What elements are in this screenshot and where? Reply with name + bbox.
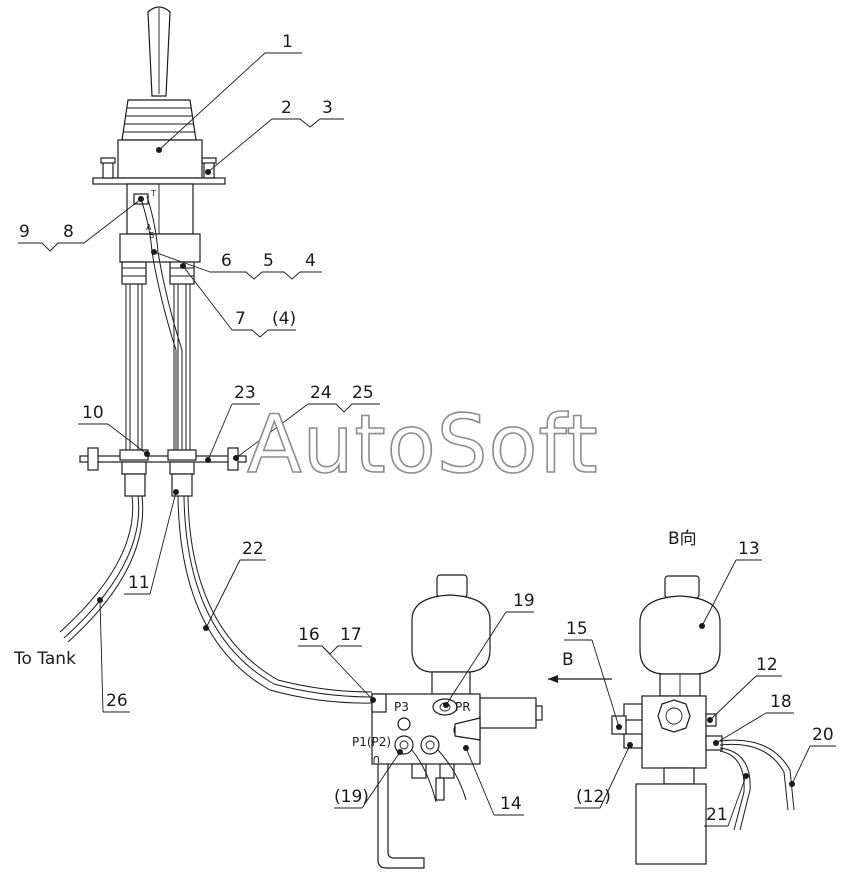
part-label-14: 14 — [500, 794, 522, 814]
bulkhead-plate — [79, 447, 247, 497]
b-view-label: B向 — [668, 529, 697, 549]
part-label-19-ref: (19) — [334, 787, 369, 807]
part-label-24: 24 — [310, 383, 332, 403]
part-label-26: 26 — [106, 691, 128, 711]
part-label-4: 4 — [305, 251, 316, 271]
hoses — [59, 495, 373, 704]
part-label-23: 23 — [234, 383, 256, 403]
svg-text:∩: ∩ — [372, 752, 381, 766]
part-label-12-ref: (12) — [576, 787, 611, 807]
part-label-18: 18 — [770, 692, 792, 712]
port-t-label: T — [150, 189, 156, 198]
part-label-2: 2 — [281, 98, 292, 118]
text-labels: To Tank B向 B P3 PR P1(P2) T A B — [13, 189, 697, 749]
b-direction-arrow — [548, 675, 612, 683]
part-label-13: 13 — [738, 539, 760, 559]
part-label-19: 19 — [513, 591, 535, 611]
port-pr-label: PR — [455, 700, 471, 714]
to-tank-label: To Tank — [13, 649, 76, 669]
port-p3-label: P3 — [394, 700, 409, 714]
part-label-7: 7 — [235, 309, 246, 329]
part-label-4-ref: (4) — [272, 309, 296, 329]
port-b-label: B — [149, 231, 155, 240]
port-a-label: A — [146, 223, 152, 232]
part-label-25: 25 — [352, 383, 374, 403]
watermark: AutoSoft — [247, 398, 599, 491]
part-label-20: 20 — [812, 725, 834, 745]
part-label-12: 12 — [756, 655, 778, 675]
joystick-assembly — [92, 6, 226, 285]
part-number-labels: 1 2 3 9 8 6 5 4 7 (4) 10 23 24 25 11 22 … — [19, 32, 834, 825]
part-label-5: 5 — [263, 251, 274, 271]
port-p1p2-label: P1(P2) — [352, 735, 391, 749]
part-label-9: 9 — [19, 222, 30, 242]
vertical-pipes — [125, 195, 191, 450]
part-label-3: 3 — [322, 98, 333, 118]
part-label-22: 22 — [242, 539, 264, 559]
part-label-6: 6 — [221, 251, 232, 271]
leader-lines — [18, 52, 836, 827]
b-view-assembly — [611, 575, 795, 865]
part-label-15: 15 — [566, 619, 588, 639]
valve-block-assembly: ∩ — [371, 574, 543, 869]
b-arrow-label: B — [562, 650, 574, 670]
part-label-8: 8 — [63, 222, 74, 242]
part-label-10: 10 — [82, 403, 104, 423]
part-label-1: 1 — [282, 32, 293, 52]
part-label-17: 17 — [340, 625, 362, 645]
part-label-16: 16 — [298, 625, 320, 645]
part-label-11: 11 — [128, 573, 150, 593]
part-label-21: 21 — [706, 805, 728, 825]
